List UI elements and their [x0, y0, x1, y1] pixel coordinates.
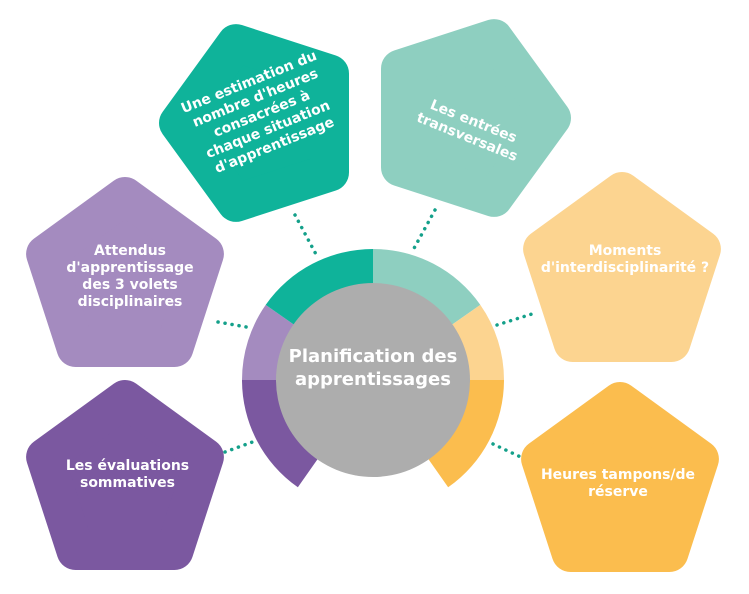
pentagon-interdisciplinarite	[523, 172, 721, 362]
dotted-connector	[491, 442, 529, 462]
node-attendus: Attendus d'apprentissage des 3 volets di…	[55, 243, 205, 311]
node-text-line: Moments	[588, 243, 662, 259]
dotted-connector	[410, 208, 437, 254]
node-text-line: Attendus	[93, 243, 166, 259]
ring-segment-evaluations	[242, 380, 322, 488]
node-text-line: des 3 volets	[82, 277, 178, 293]
pentagon-evaluations	[26, 380, 224, 570]
pentagon-attendus	[26, 177, 224, 367]
center-circle	[276, 283, 470, 477]
node-text-line: d'apprentissage	[66, 260, 194, 276]
pentagon-estimation-heures	[159, 24, 349, 222]
node-text-line: sommatives	[79, 475, 176, 491]
node-text-line: disciplinaires	[77, 294, 183, 310]
node-text-line: Heures tampons/de	[540, 467, 696, 483]
node-heures-tampons: Heures tampons/de réserve	[528, 467, 708, 501]
dotted-connector	[293, 213, 320, 260]
pentagon-heures-tampons	[521, 382, 719, 572]
ring-segment-estimation-heures	[265, 249, 373, 329]
dotted-connector	[223, 438, 260, 454]
center-title-line: Planification des	[288, 346, 458, 367]
dotted-connector	[495, 312, 534, 327]
node-interdisciplinarite: Moments d'interdisciplinarité ?	[540, 243, 710, 277]
pentagons	[26, 19, 721, 572]
node-text-line: Les évaluations	[65, 458, 190, 474]
connectors	[216, 208, 534, 462]
center-title: Planification des apprentissages	[273, 345, 473, 391]
ring-segment-entrees-transversales	[373, 249, 481, 329]
node-text-line: réserve	[588, 484, 648, 500]
pentagon-entrees-transversales	[381, 19, 571, 217]
dotted-connector	[216, 320, 254, 330]
ring-segment-heures-tampons	[424, 380, 504, 488]
node-evaluations: Les évaluations sommatives	[45, 458, 210, 492]
node-text-line: d'interdisciplinarité ?	[540, 260, 710, 276]
center-title-line: apprentissages	[295, 369, 451, 390]
